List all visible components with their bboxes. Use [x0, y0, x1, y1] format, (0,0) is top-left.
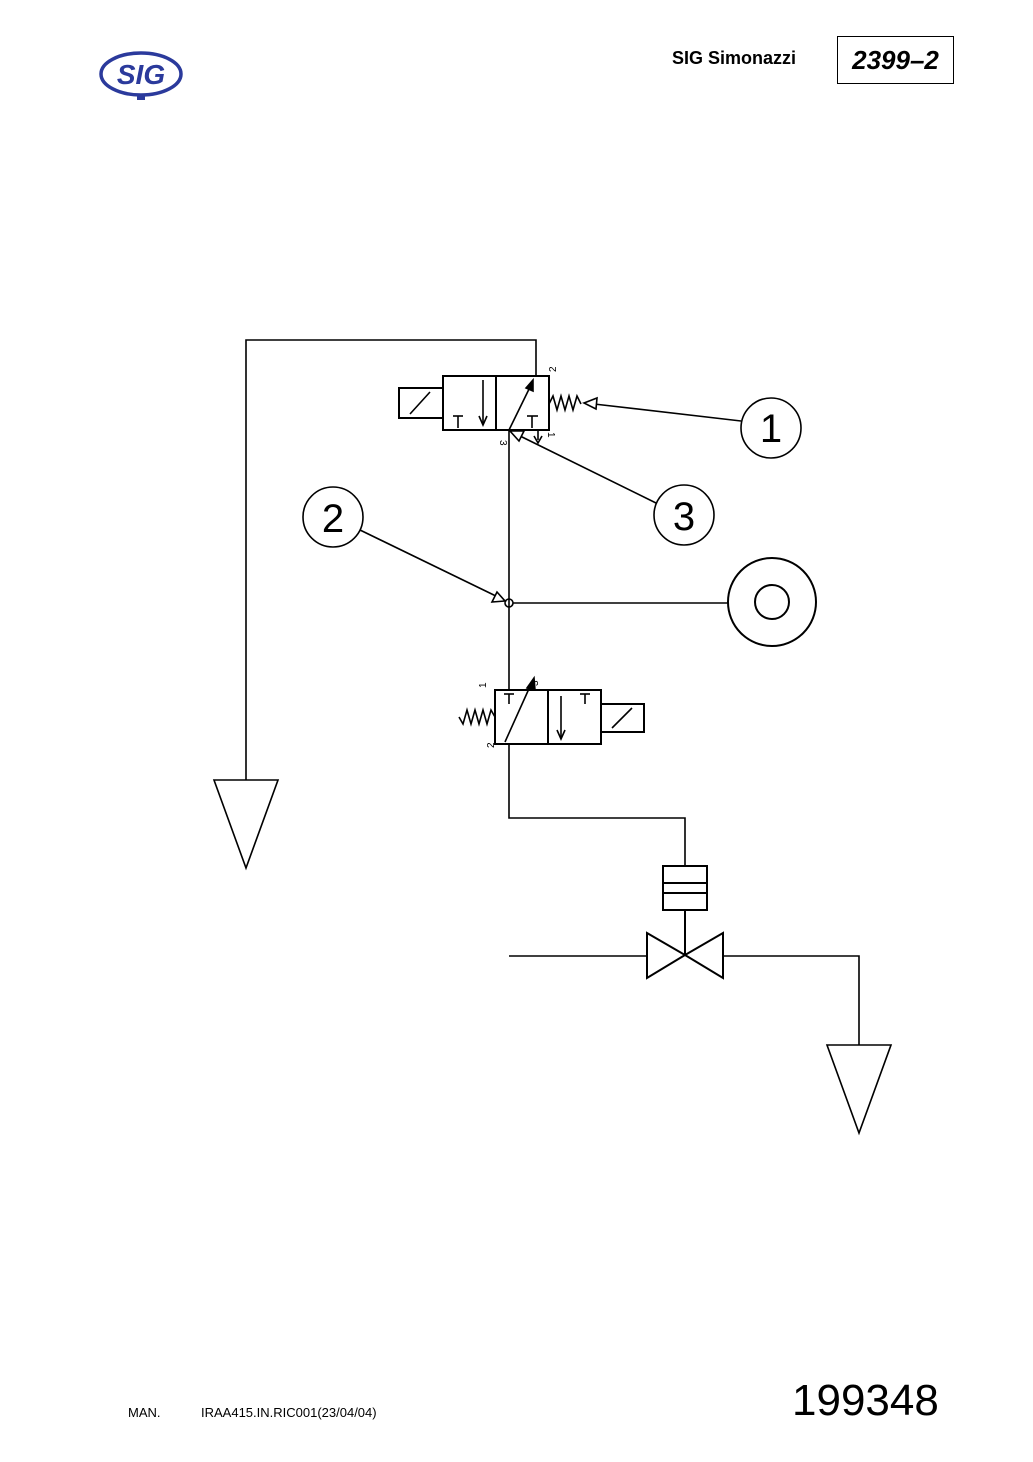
sig-logo: SIG: [99, 51, 183, 100]
callout-1-label: 1: [760, 407, 782, 451]
logo-text: SIG: [117, 59, 165, 90]
exhaust-line-left: [245, 339, 537, 780]
callout-1-leader: [593, 403, 742, 422]
callout-1-circle: [740, 397, 802, 459]
callout-3-label: 3: [673, 495, 695, 539]
footer-man-label: MAN.: [128, 1405, 161, 1420]
top-valve-port-3: 3: [497, 440, 508, 446]
exhaust-symbol-right: [825, 1044, 893, 1136]
footer-page-code: 199348: [792, 1376, 939, 1425]
actuator-line: [508, 744, 686, 866]
callout-3-leader: [515, 433, 657, 504]
top-solenoid-valve: [398, 375, 582, 445]
bottom-valve-port-3: 3: [530, 680, 541, 686]
bottom-valve-port-2: 2: [486, 742, 497, 748]
top-valve-port-1: 1: [545, 432, 556, 438]
doc-number: 2399–2: [852, 44, 939, 75]
callout-2-label: 2: [322, 497, 344, 541]
callout-3-circle: [653, 484, 715, 546]
doc-number-box: 2399–2: [837, 36, 954, 84]
exhaust-symbol-left: [212, 779, 280, 871]
top-valve-port-2: 2: [548, 366, 559, 372]
valve-actuator: [662, 865, 708, 955]
company-name: SIG Simonazzi: [672, 48, 797, 68]
process-line-out: [723, 955, 860, 1045]
footer-reference: IRAA415.IN.RIC001(23/04/04): [201, 1405, 377, 1420]
pressure-gauge-inner: [754, 584, 790, 620]
callout-2-leader: [359, 529, 501, 599]
bottom-valve-port-1: 1: [478, 682, 489, 688]
callout-2-circle: [302, 486, 364, 548]
pressure-gauge-outer: [727, 557, 817, 647]
bottom-solenoid-valve: [458, 675, 645, 745]
